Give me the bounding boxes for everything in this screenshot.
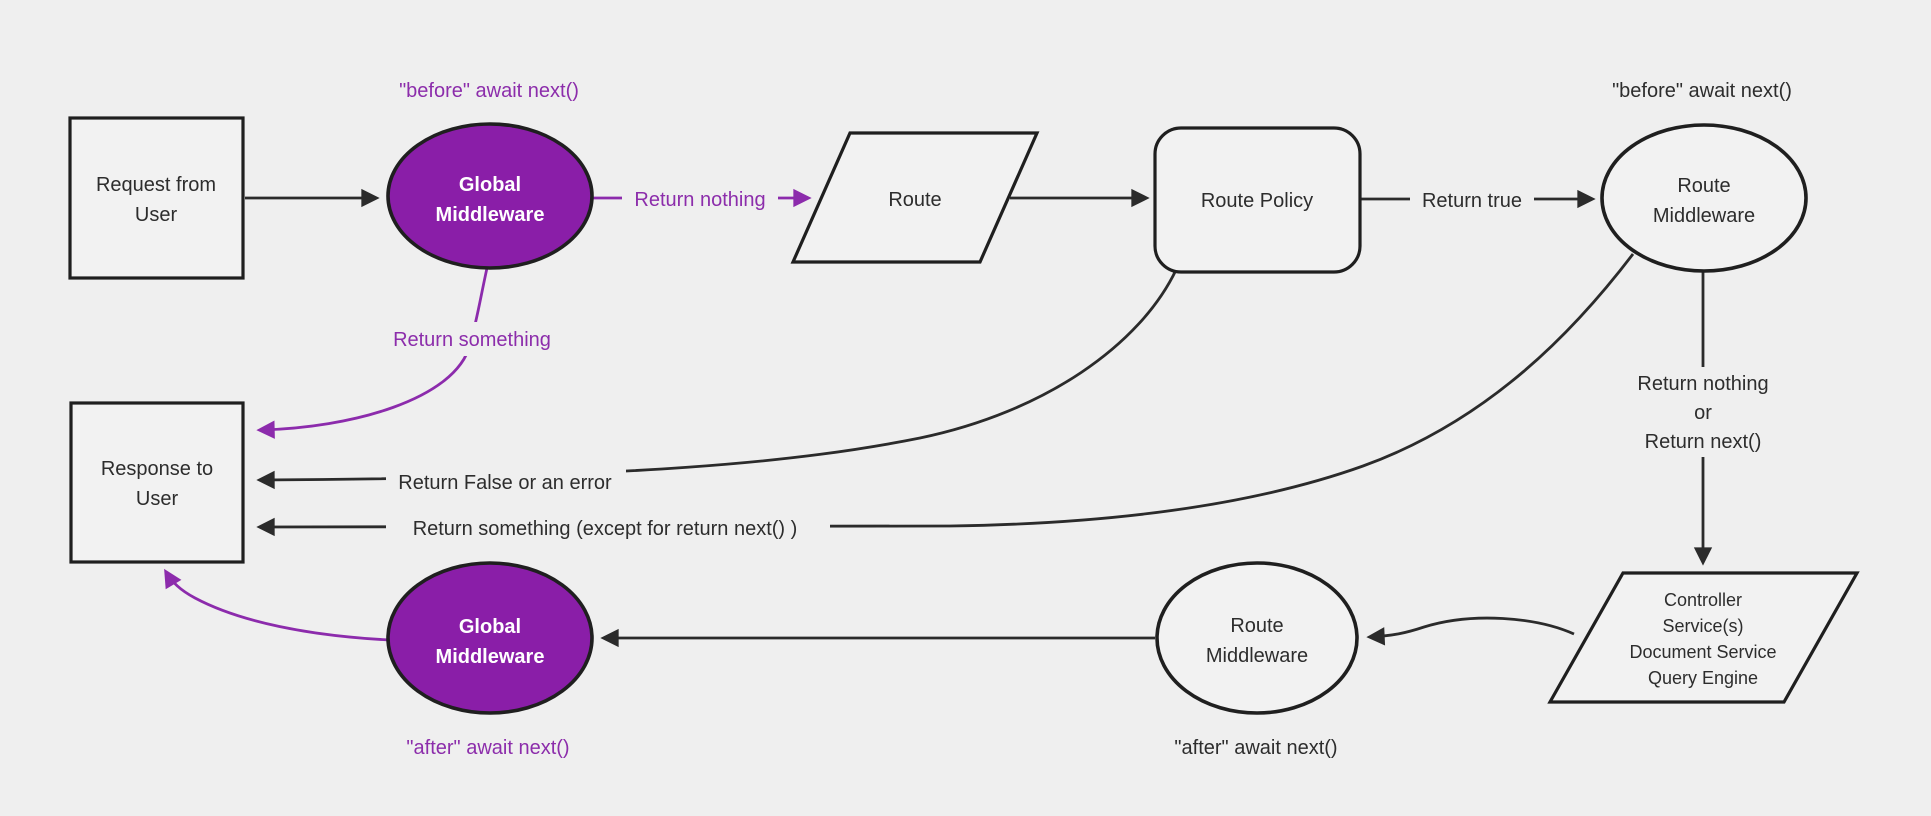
- label-bg-return-true: [1410, 184, 1534, 216]
- route-middleware-after-line1: Route: [1230, 615, 1283, 637]
- label-after-await-next-route: "after" await next(): [1174, 737, 1337, 759]
- label-before-await-next-global: "before" await next(): [399, 80, 579, 102]
- node-route-middleware-after: Route Middleware: [1155, 561, 1359, 715]
- node-request-from-user: Request from User: [68, 116, 245, 280]
- route-policy-label: Route Policy: [1201, 190, 1313, 212]
- label-bg-return-false: [386, 465, 626, 498]
- node-global-middleware-after: Global Middleware: [386, 561, 594, 715]
- route-middleware-after-line2: Middleware: [1206, 645, 1308, 667]
- global-middleware-before-line1: Global: [459, 174, 521, 196]
- edge-global-middleware-return-something: [256, 267, 489, 439]
- controllers-line2: Service(s): [1662, 616, 1743, 636]
- label-return-something: Return something: [393, 329, 551, 351]
- label-return-nothing: Return nothing: [634, 189, 765, 211]
- route-middleware-before-line1: Route: [1677, 175, 1730, 197]
- label-bg-return-nothing: [622, 183, 778, 215]
- node-response-to-user: Response to User: [69, 401, 245, 564]
- label-return-true: Return true: [1422, 190, 1522, 212]
- node-route-policy: Route Policy: [1153, 126, 1362, 274]
- edge-route-middleware-return-something-except: [256, 253, 1635, 537]
- controllers-line4: Query Engine: [1648, 668, 1758, 688]
- label-return-branch-line2: or: [1694, 402, 1712, 424]
- edge-controllers-to-route-middleware-after: [1366, 616, 1575, 646]
- label-bg-return-something-except: [386, 511, 830, 544]
- request-label-line1: Request from: [96, 174, 216, 196]
- response-label-line1: Response to: [101, 458, 213, 480]
- label-return-branch-line3: Return next(): [1645, 431, 1762, 453]
- label-after-await-next-global: "after" await next(): [406, 737, 569, 759]
- global-middleware-after-line1: Global: [459, 616, 521, 638]
- node-route-middleware-before: Route Middleware: [1600, 123, 1808, 273]
- label-bg-return-something: [382, 322, 562, 356]
- controllers-line3: Document Service: [1629, 642, 1776, 662]
- label-before-await-next-route: "before" await next(): [1612, 80, 1792, 102]
- label-return-something-except: Return something (except for return next…: [413, 518, 798, 540]
- edge-global-middleware-after-to-response: [164, 568, 391, 642]
- node-route: Route: [790, 131, 1040, 264]
- node-global-middleware-before: Global Middleware: [386, 122, 594, 270]
- label-return-branch-line1: Return nothing: [1637, 373, 1768, 395]
- node-controllers: Controller Service(s) Document Service Q…: [1547, 571, 1860, 704]
- label-return-false-or-error: Return False or an error: [398, 472, 612, 494]
- label-bg-return-branch: [1618, 367, 1790, 457]
- global-middleware-after-line2: Middleware: [436, 646, 545, 668]
- controllers-line1: Controller: [1664, 590, 1742, 610]
- edge-route-policy-return-false: [256, 269, 1178, 490]
- response-label-line2: User: [136, 488, 179, 510]
- route-middleware-before-line2: Middleware: [1653, 205, 1755, 227]
- request-label-line2: User: [135, 204, 178, 226]
- route-label: Route: [888, 189, 941, 211]
- global-middleware-before-line2: Middleware: [436, 204, 545, 226]
